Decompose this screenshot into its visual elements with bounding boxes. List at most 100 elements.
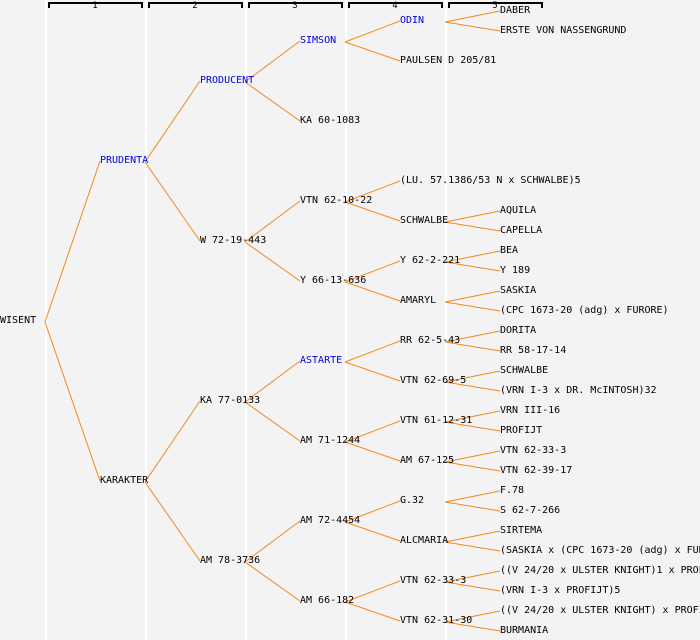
ancestor-gen-5: DABER xyxy=(500,5,531,16)
pedigree-link xyxy=(344,201,401,222)
ancestor-gen-4: G.32 xyxy=(400,495,425,506)
ancestor-gen-3[interactable]: ASTARTE xyxy=(300,355,343,366)
ancestor-gen-5: CAPELLA xyxy=(500,225,543,236)
pedigree-link xyxy=(444,530,501,543)
pedigree-link xyxy=(344,180,401,203)
ancestor-gen-5: ERSTE VON NASSENGRUND xyxy=(500,25,627,36)
generation-number: 5 xyxy=(492,1,498,11)
ancestor-gen-5: VRN III-16 xyxy=(500,405,561,416)
pedigree-link xyxy=(344,281,401,302)
ancestor-gen-2: KA 77-0133 xyxy=(200,395,261,406)
pedigree-link xyxy=(344,20,401,43)
subject-animal: WISENT xyxy=(0,315,37,326)
ancestor-gen-4: AM 67-125 xyxy=(400,455,455,466)
pedigree-link xyxy=(444,330,501,343)
ancestor-gen-2[interactable]: PRODUCENT xyxy=(200,75,255,86)
ancestor-gen-4: (LU. 57.1386/53 N x SCHWALBE)5 xyxy=(400,175,581,186)
ancestor-gen-5: VTN 62-39-17 xyxy=(500,465,573,476)
ancestor-gen-4: PAULSEN D 205/81 xyxy=(400,55,497,66)
ancestor-gen-1[interactable]: PRUDENTA xyxy=(100,155,149,166)
ancestor-gen-5: ((V 24/20 x ULSTER KNIGHT) x PROFI xyxy=(500,605,700,616)
pedigree-link xyxy=(444,581,501,592)
ancestor-gen-4: Y 62-2-221 xyxy=(400,255,461,266)
pedigree-link xyxy=(444,301,501,312)
pedigree-link xyxy=(144,400,201,483)
ancestor-gen-4[interactable]: ODIN xyxy=(400,15,425,26)
ancestor-gen-4: VTN 62-33-3 xyxy=(400,575,467,586)
pedigree-link xyxy=(444,370,501,383)
pedigree-link xyxy=(144,80,201,163)
ancestor-gen-5: SIRTEMA xyxy=(500,525,543,536)
ancestor-gen-5: BURMANIA xyxy=(500,625,549,636)
pedigree-link xyxy=(444,341,501,352)
pedigree-link xyxy=(344,340,401,363)
ancestor-gen-2: AM 78-3736 xyxy=(200,555,261,566)
pedigree-link xyxy=(444,221,501,232)
ancestor-gen-5: (VRN I-3 x DR. McINTOSH)32 xyxy=(500,385,657,396)
ancestor-gen-5: SCHWALBE xyxy=(500,365,549,376)
ancestor-gen-4: VTN 62-31-30 xyxy=(400,615,473,626)
generation-header-bracket xyxy=(348,2,443,8)
ancestor-gen-3: AM 72-4454 xyxy=(300,515,361,526)
pedigree-link xyxy=(244,401,301,442)
ancestor-gen-3[interactable]: SIMSON xyxy=(300,35,337,46)
ancestor-gen-5: ((V 24/20 x ULSTER KNIGHT)1 x PROF xyxy=(500,565,700,576)
ancestor-gen-5: BEA xyxy=(500,245,519,256)
ancestor-gen-4: VTN 61-12-31 xyxy=(400,415,473,426)
pedigree-link xyxy=(444,10,501,23)
pedigree-link xyxy=(444,610,501,623)
column-separator xyxy=(245,0,247,640)
ancestor-gen-3: AM 71-1244 xyxy=(300,435,361,446)
generation-header-bracket xyxy=(448,2,543,8)
ancestor-gen-5: SASKIA xyxy=(500,285,537,296)
pedigree-link xyxy=(344,521,401,542)
pedigree-link xyxy=(444,410,501,423)
pedigree-link xyxy=(444,501,501,512)
pedigree-link xyxy=(444,250,501,263)
ancestor-gen-4: ALCMARIA xyxy=(400,535,449,546)
pedigree-link xyxy=(244,81,301,122)
pedigree-link xyxy=(144,161,201,242)
ancestor-gen-3: KA 60-1083 xyxy=(300,115,361,126)
pedigree-link xyxy=(144,481,201,562)
ancestor-gen-5: S 62-7-266 xyxy=(500,505,561,516)
ancestor-gen-5: VTN 62-33-3 xyxy=(500,445,567,456)
ancestor-gen-5: PROFIJT xyxy=(500,425,543,436)
ancestor-gen-4: RR 62-5-43 xyxy=(400,335,461,346)
pedigree-link xyxy=(444,21,501,32)
pedigree-link xyxy=(244,520,301,563)
pedigree-link xyxy=(344,441,401,462)
ancestor-gen-3: AM 66-182 xyxy=(300,595,355,606)
generation-number: 1 xyxy=(92,1,98,11)
pedigree-link xyxy=(244,200,301,243)
ancestor-gen-1: KARAKTER xyxy=(100,475,149,486)
ancestor-gen-5: F.78 xyxy=(500,485,525,496)
ancestor-gen-5: DORITA xyxy=(500,325,537,336)
column-separator xyxy=(445,0,447,640)
pedigree-link xyxy=(344,580,401,603)
ancestor-gen-5: Y 189 xyxy=(500,265,531,276)
ancestor-gen-5: RR 58-17-14 xyxy=(500,345,567,356)
ancestor-gen-4: AMARYL xyxy=(400,295,437,306)
generation-header-bracket xyxy=(48,2,143,8)
pedigree-link xyxy=(244,561,301,602)
pedigree-link xyxy=(244,360,301,403)
pedigree-link xyxy=(444,621,501,632)
ancestor-gen-3: Y 66-13-636 xyxy=(300,275,367,286)
pedigree-link xyxy=(444,490,501,503)
generation-header-bracket xyxy=(248,2,343,8)
column-separator xyxy=(145,0,147,640)
column-separator xyxy=(345,0,347,640)
pedigree-link xyxy=(344,601,401,622)
pedigree-link xyxy=(344,500,401,523)
pedigree-link xyxy=(344,361,401,382)
ancestor-gen-5: (VRN I-3 x PROFIJT)5 xyxy=(500,585,621,596)
ancestor-gen-4: VTN 62-69-5 xyxy=(400,375,467,386)
ancestor-gen-5: AQUILA xyxy=(500,205,537,216)
pedigree-link xyxy=(344,260,401,283)
ancestor-gen-3: VTN 62-10-22 xyxy=(300,195,373,206)
pedigree-link xyxy=(444,461,501,472)
pedigree-link xyxy=(444,290,501,303)
